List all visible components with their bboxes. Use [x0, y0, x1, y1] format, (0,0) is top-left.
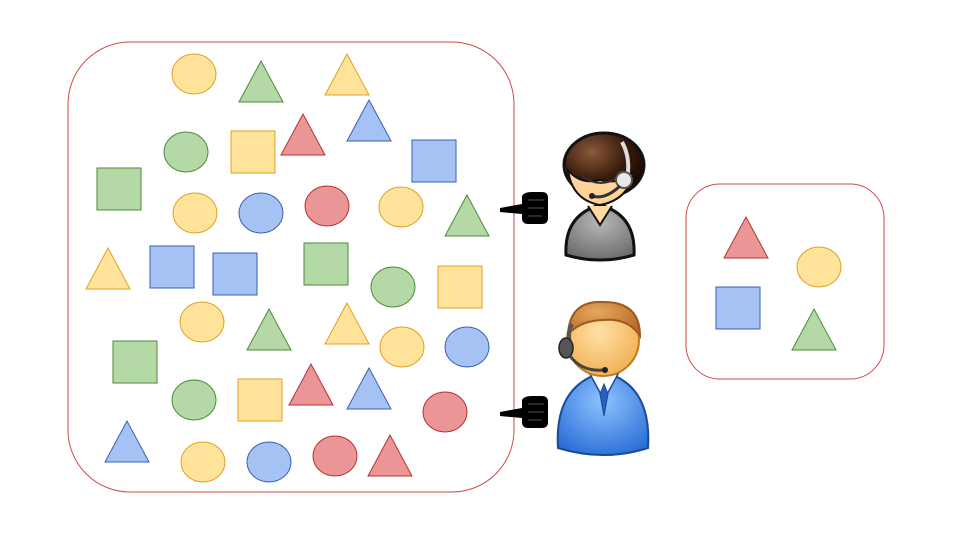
yellow-square — [230, 130, 276, 174]
yellow-circle — [796, 246, 842, 288]
yellow-circle — [378, 186, 424, 228]
green-triangle — [246, 307, 292, 351]
red-circle — [312, 435, 358, 477]
pointer-hand-1 — [500, 192, 548, 224]
red-circle — [422, 391, 468, 433]
worker-2 — [556, 300, 650, 456]
red-triangle — [288, 362, 334, 406]
blue-circle — [238, 192, 284, 234]
pointing-hand-icon — [500, 396, 548, 428]
green-circle — [370, 266, 416, 308]
yellow-triangle — [324, 52, 370, 96]
worker-1 — [562, 131, 646, 262]
blue-triangle — [104, 419, 150, 463]
blue-triangle — [346, 98, 392, 142]
blue-square — [715, 286, 761, 330]
green-triangle — [444, 193, 490, 237]
red-triangle — [723, 215, 769, 259]
yellow-circle — [179, 301, 225, 343]
blue-circle — [246, 441, 292, 483]
pointer-hand-2 — [500, 396, 548, 428]
yellow-square — [237, 378, 283, 422]
yellow-square — [437, 265, 483, 309]
red-triangle — [367, 433, 413, 477]
yellow-circle — [379, 326, 425, 368]
blue-circle — [444, 326, 490, 368]
yellow-circle — [171, 53, 217, 95]
green-circle — [163, 131, 209, 173]
female-operator-headset-icon — [562, 131, 646, 262]
shape-pool — [85, 52, 490, 483]
red-triangle — [280, 112, 326, 156]
blue-square — [212, 252, 258, 296]
selected-shapes — [715, 215, 842, 351]
yellow-triangle — [324, 301, 370, 345]
blue-square — [149, 245, 195, 289]
pointing-hand-icon — [500, 192, 548, 224]
male-operator-headset-icon — [556, 300, 650, 456]
red-circle — [304, 185, 350, 227]
green-triangle — [238, 59, 284, 103]
green-triangle — [791, 307, 837, 351]
blue-triangle — [346, 366, 392, 410]
yellow-circle — [172, 192, 218, 234]
green-square — [112, 340, 158, 384]
blue-square — [411, 139, 457, 183]
yellow-triangle — [85, 246, 131, 290]
green-square — [303, 242, 349, 286]
green-circle — [171, 379, 217, 421]
yellow-circle — [180, 441, 226, 483]
green-square — [96, 167, 142, 211]
selection-box — [685, 183, 885, 380]
